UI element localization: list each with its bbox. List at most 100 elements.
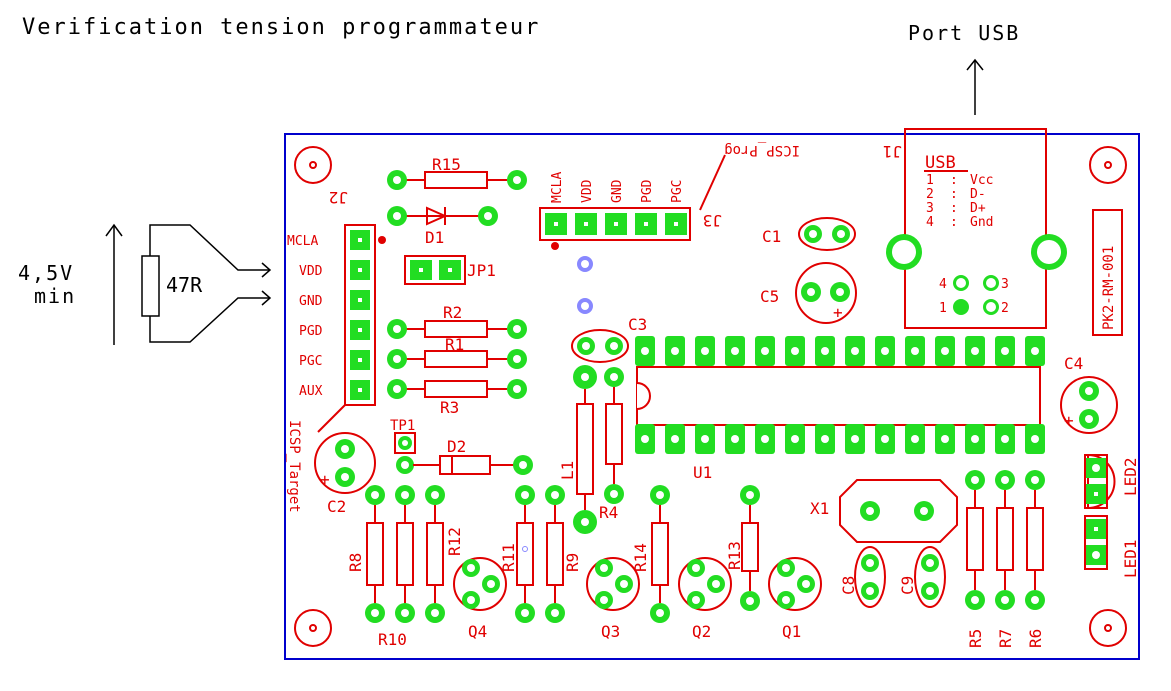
x1-label: X1 <box>810 499 829 518</box>
j2-pin-pgd: PGD <box>299 324 323 339</box>
j3-outline <box>539 207 691 241</box>
j2-pin1-marker <box>378 236 386 244</box>
c1-label: C1 <box>762 227 781 246</box>
q2-label: Q2 <box>692 622 711 641</box>
usb-signal-pads <box>953 275 999 315</box>
r3-label: R3 <box>440 398 459 417</box>
c8-label: C8 <box>839 576 858 595</box>
r5-label: R5 <box>966 629 985 648</box>
supply-min: min <box>34 284 76 308</box>
q4-transistor <box>453 557 507 611</box>
led1-label: LED1 <box>1121 539 1140 578</box>
c4-outline <box>1060 376 1118 434</box>
d2-label: D2 <box>447 437 466 456</box>
svg-text::: : <box>950 201 958 216</box>
c3-label: C3 <box>628 315 647 334</box>
j3-pin-pgc: PGC <box>670 180 685 203</box>
d1-symbol <box>405 206 480 226</box>
svg-text:D-: D- <box>970 187 986 202</box>
j2-pin-pgc: PGC <box>299 354 322 369</box>
resistor-value: 47R <box>166 273 203 297</box>
j3-pin-pgd: PGD <box>640 179 655 203</box>
svg-text:+: + <box>833 303 843 322</box>
jp1-label: JP1 <box>467 261 496 280</box>
resistor-circuit <box>141 224 272 343</box>
x1-outline <box>839 479 958 543</box>
svg-text:D+: D+ <box>970 201 986 216</box>
j2-pin-gnd: GND <box>299 294 323 309</box>
r1-label: R1 <box>445 335 464 354</box>
r15-body <box>424 171 488 189</box>
j2-pads <box>350 230 370 400</box>
usb-shield-pads <box>886 234 1067 270</box>
icsp-prog-leader <box>699 154 726 211</box>
led2 <box>1084 454 1116 510</box>
r15-label: R15 <box>432 155 461 174</box>
usb-pad-3: 3 <box>1001 277 1009 292</box>
j3-pin-mcla: MCLA <box>550 172 565 203</box>
icsp-target-leader <box>317 404 346 433</box>
r14-label: R14 <box>631 543 650 572</box>
j2-ref: J2 <box>329 188 348 207</box>
svg-text:+: + <box>320 470 330 489</box>
svg-text:3: 3 <box>926 201 934 216</box>
r6-label: R6 <box>1026 629 1045 648</box>
svg-text::: : <box>950 215 958 230</box>
r7-label: R7 <box>996 629 1015 648</box>
usb-pad-2: 2 <box>1001 301 1009 316</box>
svg-text:Vcc: Vcc <box>970 173 993 188</box>
j3-pin-gnd: GND <box>610 179 625 203</box>
r2-label: R2 <box>443 303 462 322</box>
board-outline <box>284 133 1140 660</box>
c5-outline <box>795 262 857 324</box>
svg-text:4: 4 <box>926 215 934 230</box>
icsp-prog-label: ICSP_Prog <box>724 142 800 158</box>
d2-symbol <box>413 455 515 475</box>
j3-ref: J3 <box>703 211 722 230</box>
usb-pad-1: 1 <box>939 301 947 316</box>
board-ref-box <box>1092 209 1123 336</box>
q1-transistor <box>768 557 822 611</box>
j3-pin-vdd: VDD <box>580 179 595 203</box>
r11-label: R11 <box>499 543 518 572</box>
c9-label: C9 <box>898 576 917 595</box>
q3-label: Q3 <box>601 622 620 641</box>
jp1-outline <box>404 255 466 285</box>
u1-chip <box>635 336 1045 454</box>
j2-pin-vdd: VDD <box>299 264 323 279</box>
j2-pin-aux: AUX <box>299 384 323 399</box>
q2-transistor <box>678 557 732 611</box>
r9-label: R9 <box>563 553 582 572</box>
svg-text::: : <box>950 187 958 202</box>
supply-arrow-icon <box>105 223 123 345</box>
c2-outline <box>314 432 376 494</box>
svg-text:+: + <box>1064 411 1074 430</box>
j2-outline <box>344 224 376 406</box>
d1-label: D1 <box>425 228 444 247</box>
l1-body <box>576 403 594 495</box>
usb-port-label: Port USB <box>908 21 1020 45</box>
usb-pad-4: 4 <box>939 277 947 292</box>
c4-label: C4 <box>1064 354 1083 373</box>
icsp-target-label: ICSP_Target <box>286 420 302 513</box>
r5-r7-r6 <box>965 470 1045 610</box>
q4-label: Q4 <box>468 622 487 641</box>
vias <box>577 256 593 314</box>
usb-pinout: 1 : Vcc 2 : D- 3 : D+ 4 : Gnd <box>926 173 993 230</box>
r8-label: R8 <box>346 553 365 572</box>
svg-text:2: 2 <box>926 187 934 202</box>
c5-label: C5 <box>760 287 779 306</box>
led2-label: LED2 <box>1121 457 1140 496</box>
svg-text:Gnd: Gnd <box>970 215 993 230</box>
svg-text::: : <box>950 173 958 188</box>
r13-label: R13 <box>725 541 744 570</box>
r8-r10-r12 <box>365 485 445 623</box>
page-title: Verification tension programmateur <box>22 15 540 40</box>
q3-transistor <box>586 557 640 611</box>
r4-label: R4 <box>599 503 618 522</box>
usb-arrow-icon <box>966 58 984 115</box>
j3-pads <box>545 213 687 235</box>
led1 <box>1084 515 1108 570</box>
usb-outline <box>904 128 1047 329</box>
